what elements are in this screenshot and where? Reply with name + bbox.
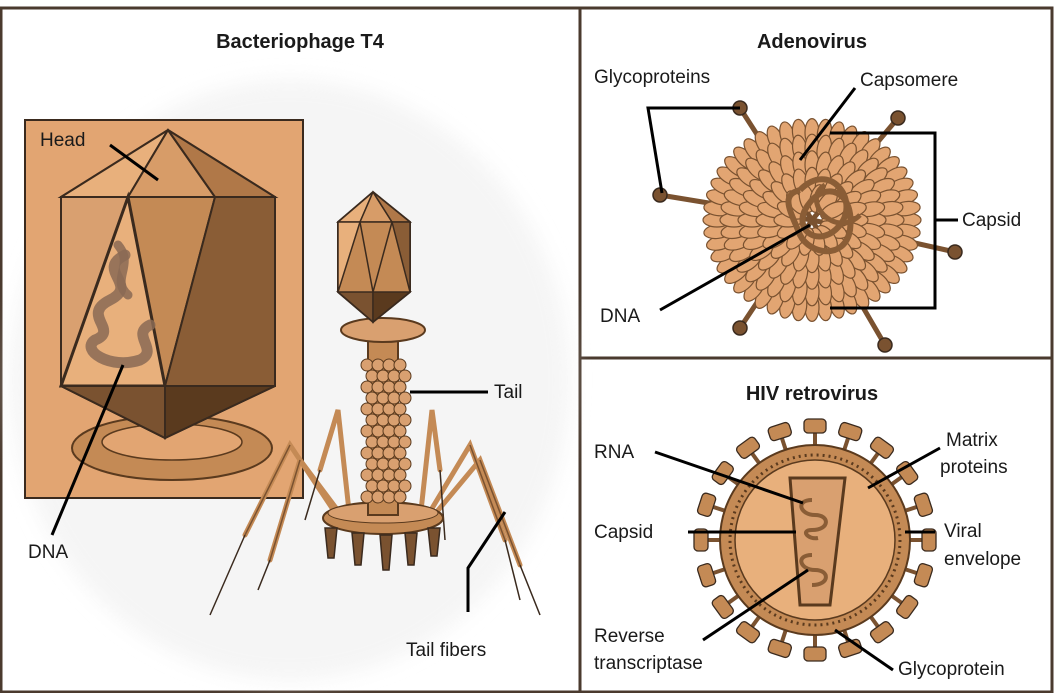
tail-sheath-bead	[394, 403, 406, 415]
tail-sheath-bead	[361, 425, 373, 437]
tail-sheath-bead	[361, 359, 373, 371]
tail-sheath-bead	[372, 381, 384, 393]
tail-sheath-bead	[377, 436, 389, 448]
label-t4-dna: DNA	[28, 542, 68, 563]
tail-sheath-bead	[361, 491, 373, 503]
tail-sheath-bead	[361, 403, 373, 415]
tail-sheath-bead	[388, 392, 400, 404]
t4-head-closeup	[25, 120, 303, 498]
label-matrix-line2: proteins	[940, 457, 1008, 478]
tail-sheath-bead	[372, 469, 384, 481]
tail-sheath-bead	[366, 458, 378, 470]
tail-sheath-bead	[394, 359, 406, 371]
tail-sheath-bead	[366, 414, 378, 426]
tail-sheath-bead	[383, 447, 395, 459]
label-tail: Tail	[494, 382, 523, 403]
tail-sheath-bead	[388, 458, 400, 470]
tail-sheath-bead	[366, 436, 378, 448]
label-hiv-capsid: Capsid	[594, 522, 653, 543]
tail-sheath-bead	[383, 425, 395, 437]
tail-sheath-bead	[399, 436, 411, 448]
label-adeno-capsid: Capsid	[962, 210, 1021, 231]
tail-sheath-bead	[383, 469, 395, 481]
tail-sheath-bead	[372, 403, 384, 415]
label-matrix-line1: Matrix	[946, 430, 998, 451]
tail-sheath-bead	[361, 469, 373, 481]
adenovirus-title: Adenovirus	[757, 31, 867, 53]
tail-sheath-bead	[361, 447, 373, 459]
tail-sheath-bead	[399, 414, 411, 426]
tail-sheath-bead	[366, 392, 378, 404]
tail-sheath-bead	[388, 436, 400, 448]
tail-sheath-bead	[366, 370, 378, 382]
tail-sheath-bead	[394, 425, 406, 437]
tail-sheath-bead	[377, 480, 389, 492]
tail-sheath-bead	[388, 370, 400, 382]
tail-sheath-bead	[388, 414, 400, 426]
label-glycoproteins: Glycoproteins	[594, 67, 710, 88]
label-envelope-line2: envelope	[944, 549, 1021, 570]
label-head: Head	[40, 130, 85, 151]
tail-collar	[341, 318, 425, 342]
tail-sheath-bead	[377, 392, 389, 404]
tail-sheath-bead	[394, 491, 406, 503]
tail-sheath-bead	[399, 480, 411, 492]
tail-sheath-bead	[366, 480, 378, 492]
label-rna: RNA	[594, 442, 634, 463]
label-capsomere: Capsomere	[860, 70, 958, 91]
label-adeno-dna: DNA	[600, 306, 640, 327]
tail-sheath-bead	[383, 359, 395, 371]
tail-sheath-bead	[372, 491, 384, 503]
tail-sheath-bead	[377, 458, 389, 470]
tail-sheath-bead	[372, 447, 384, 459]
tail-sheath-bead	[383, 491, 395, 503]
tail-sheath-bead	[399, 392, 411, 404]
label-rt-line1: Reverse	[594, 626, 665, 647]
label-tail-fibers: Tail fibers	[406, 640, 486, 661]
label-envelope-line1: Viral	[944, 521, 982, 542]
tail-sheath	[361, 359, 411, 503]
tail-sheath-bead	[394, 381, 406, 393]
tail-sheath-bead	[372, 359, 384, 371]
tail-sheath-bead	[377, 414, 389, 426]
tail-sheath-bead	[394, 469, 406, 481]
tail-sheath-bead	[394, 447, 406, 459]
label-rt-line2: transcriptase	[594, 653, 703, 674]
t4-title: Bacteriophage T4	[216, 31, 385, 53]
tail-sheath-bead	[383, 403, 395, 415]
tail-sheath-bead	[399, 370, 411, 382]
hiv-title: HIV retrovirus	[746, 383, 878, 405]
tail-sheath-bead	[377, 370, 389, 382]
tail-sheath-bead	[372, 425, 384, 437]
tail-sheath-bead	[388, 480, 400, 492]
tail-sheath-bead	[361, 381, 373, 393]
tail-sheath-bead	[383, 381, 395, 393]
tail-sheath-bead	[399, 458, 411, 470]
label-glycoprotein: Glycoprotein	[898, 659, 1005, 680]
